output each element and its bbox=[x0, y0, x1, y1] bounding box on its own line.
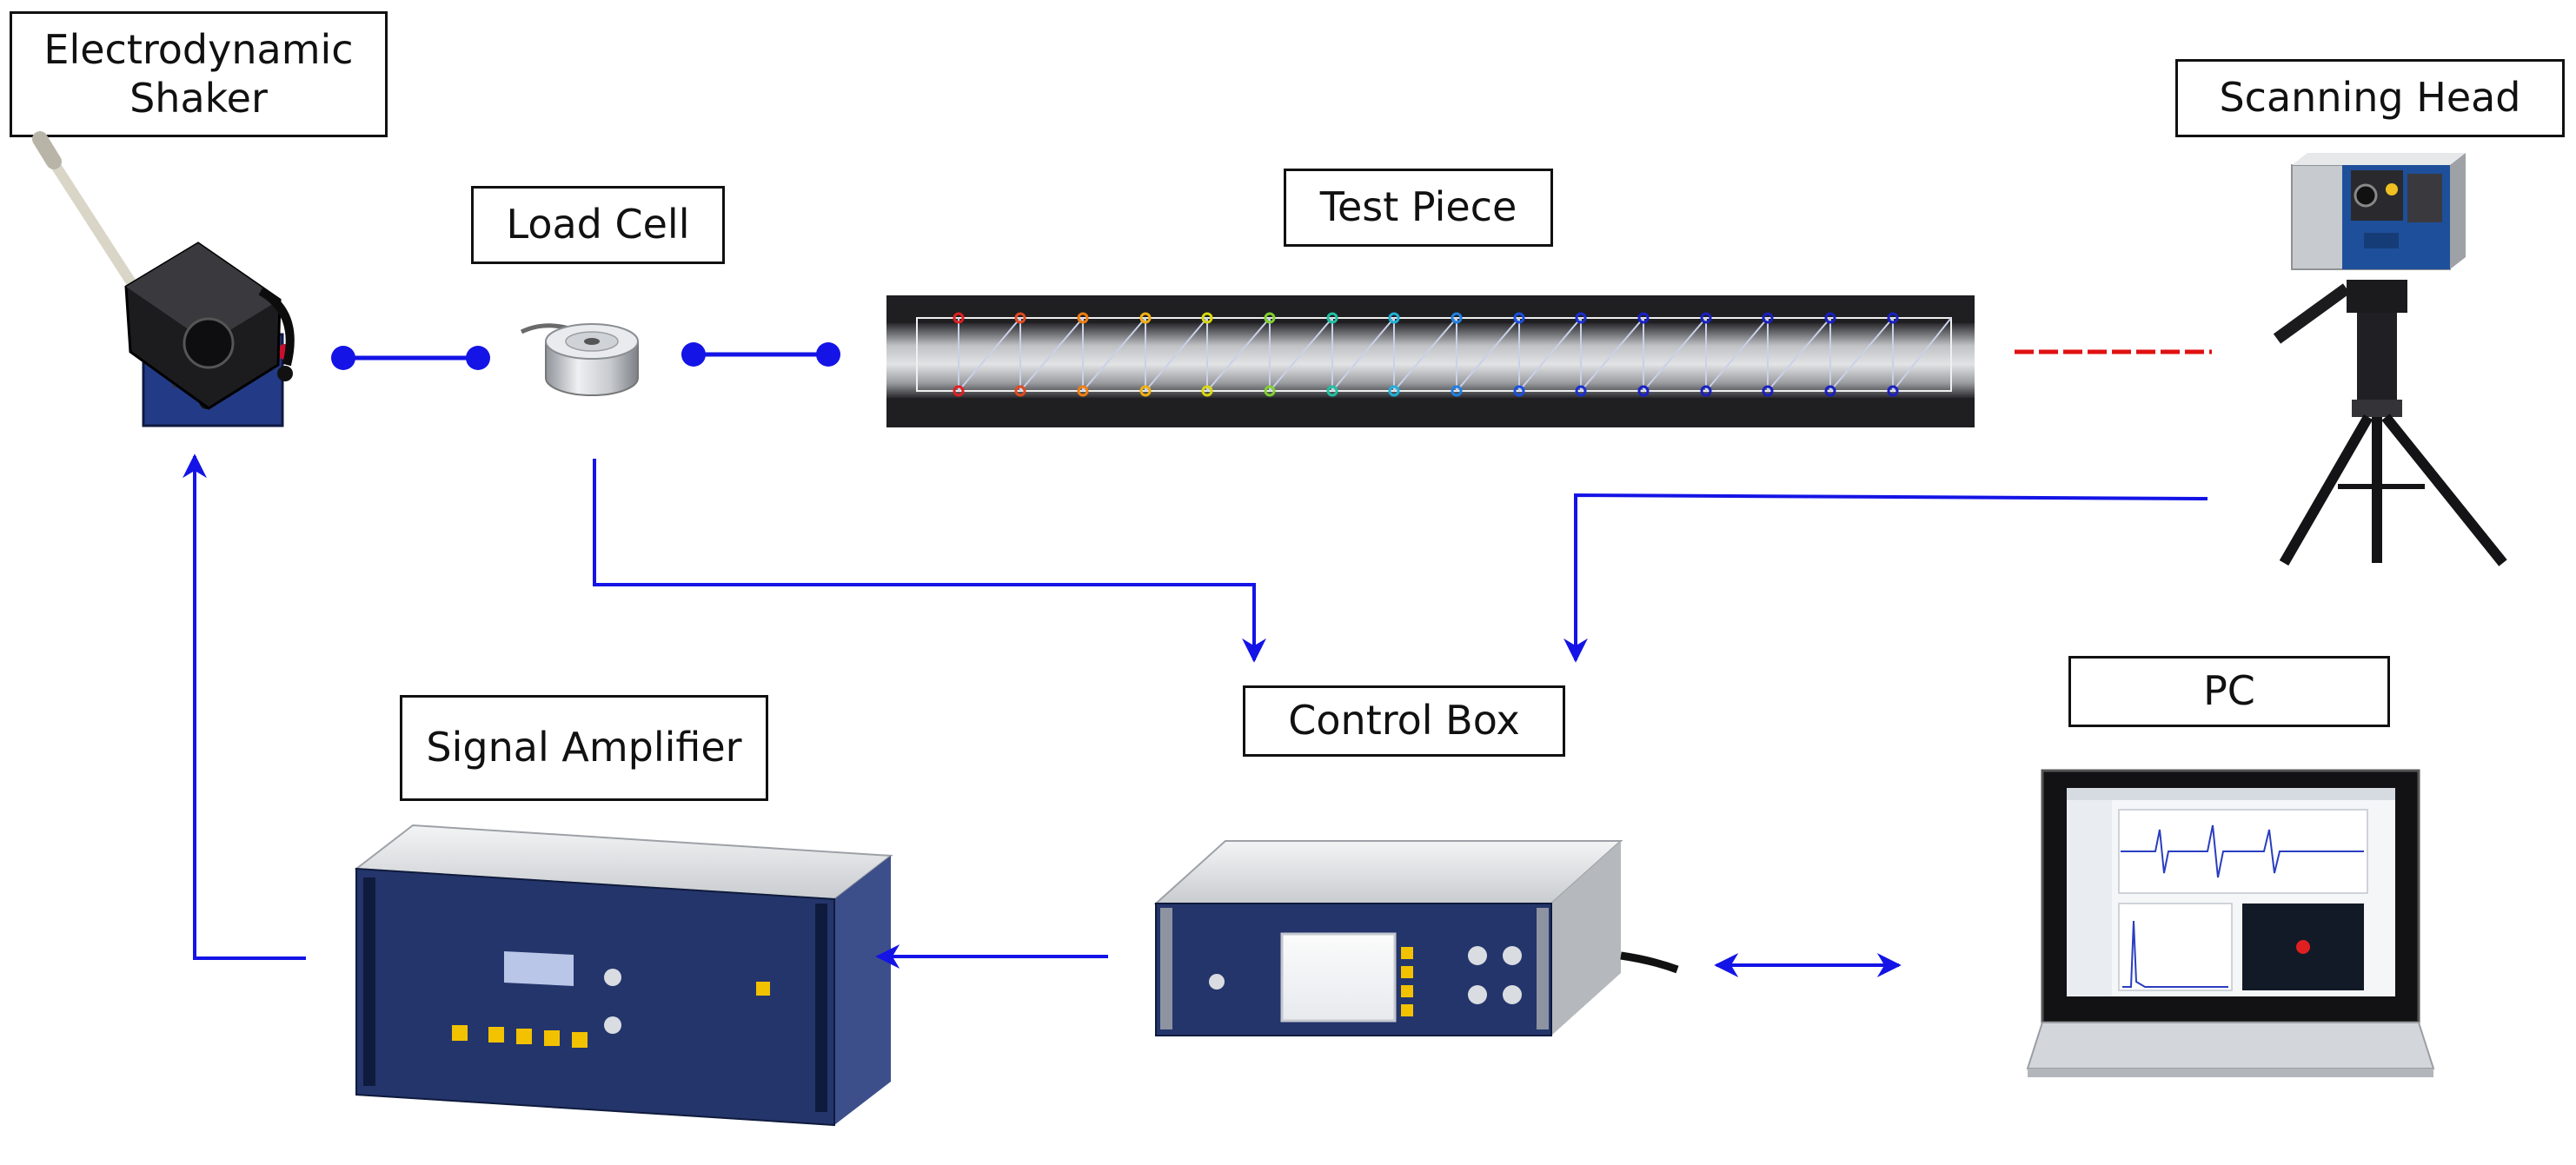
label-control-box-text: Control Box bbox=[1288, 697, 1520, 745]
label-test-piece: Test Piece bbox=[1284, 169, 1553, 247]
label-test-piece-text: Test Piece bbox=[1319, 183, 1517, 231]
label-scanning-head: Scanning Head bbox=[2175, 59, 2565, 137]
label-shaker-line-1: Electrodynamic bbox=[43, 26, 354, 74]
control-box-icon bbox=[1153, 840, 1679, 1036]
laptop-icon bbox=[2026, 769, 2435, 1077]
electrodynamic-shaker-icon bbox=[32, 131, 295, 427]
label-signal-amplifier-text: Signal Amplifier bbox=[426, 724, 742, 771]
arrow-signal-amplifier-to-shaker bbox=[183, 453, 306, 960]
label-load-cell-text: Load Cell bbox=[506, 201, 690, 248]
signal-amplifier-icon bbox=[354, 824, 893, 1127]
label-load-cell: Load Cell bbox=[471, 186, 725, 264]
test-piece-icon bbox=[886, 295, 1975, 427]
label-signal-amplifier: Signal Amplifier bbox=[400, 695, 768, 801]
arrow-load-cell-to-control-box bbox=[593, 459, 1266, 663]
label-control-box: Control Box bbox=[1243, 685, 1565, 757]
connector-shaker-load-cell bbox=[331, 346, 490, 370]
load-cell-icon bbox=[520, 323, 639, 396]
scanning-head-icon bbox=[2273, 153, 2507, 566]
label-pc: PC bbox=[2068, 656, 2390, 727]
connector-load-cell-test-piece bbox=[681, 342, 840, 367]
label-electrodynamic-shaker: Electrodynamic Shaker bbox=[10, 11, 388, 137]
label-shaker-line-2: Shaker bbox=[129, 74, 268, 122]
label-scanning-head-text: Scanning Head bbox=[2219, 74, 2521, 122]
label-pc-text: PC bbox=[2203, 667, 2255, 715]
arrow-scanning-head-to-control-box bbox=[1564, 493, 2208, 663]
